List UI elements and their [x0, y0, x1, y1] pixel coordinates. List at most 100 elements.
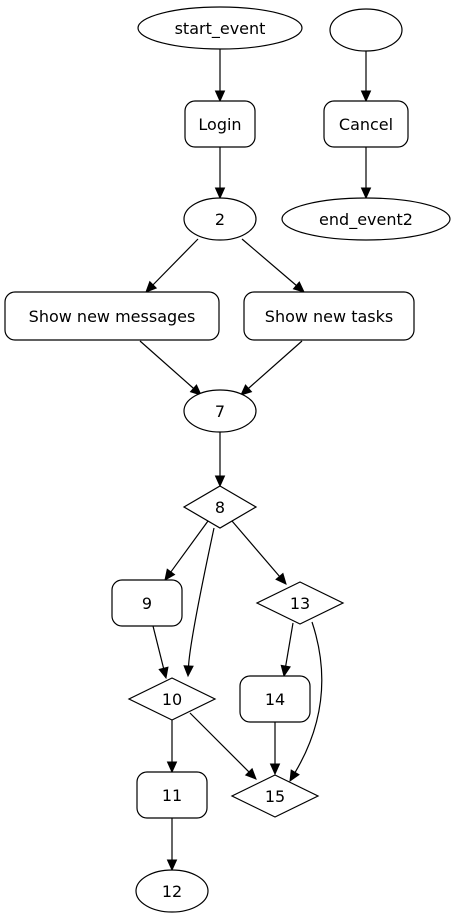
- edge-login-to-n2: [214, 147, 226, 200]
- node-cancel[interactable]: Cancel: [323, 100, 409, 148]
- node-n9[interactable]: 9: [111, 579, 183, 627]
- edge-n10-to-n15: [189, 712, 257, 780]
- arrowhead: [183, 665, 194, 678]
- node-n8[interactable]: 8: [182, 485, 258, 529]
- arrowhead: [145, 280, 158, 293]
- node-label: 11: [162, 786, 182, 805]
- edge-line: [241, 238, 297, 286]
- node-label: Login: [198, 115, 241, 134]
- edge-cancel-to-end_event2: [360, 147, 372, 200]
- node-label: Show new tasks: [265, 307, 393, 326]
- arrowhead: [214, 90, 226, 103]
- node-show_tasks[interactable]: Show new tasks: [243, 291, 415, 341]
- arrowhead: [292, 281, 305, 293]
- node-end_event2[interactable]: end_event2: [281, 197, 451, 241]
- rounded-rect-shape: [239, 675, 311, 723]
- edge-n8-to-n9: [164, 520, 209, 581]
- edge-n2-to-show_tasks: [241, 238, 305, 293]
- arrowhead: [164, 568, 176, 581]
- arrowhead: [166, 761, 178, 774]
- ellipse-shape: [281, 197, 451, 241]
- edge-line: [189, 712, 250, 773]
- edge-line: [187, 527, 215, 667]
- edge-line: [248, 340, 303, 389]
- edge-n13-to-n15: [289, 621, 323, 783]
- edge-line: [294, 621, 323, 773]
- rounded-rect-shape: [184, 100, 256, 148]
- edge-show_messages-to-n7: [139, 340, 202, 396]
- node-n2[interactable]: 2: [183, 197, 257, 241]
- ellipse-shape: [183, 197, 257, 241]
- node-login[interactable]: Login: [184, 100, 256, 148]
- arrowhead: [240, 384, 253, 396]
- rounded-rect-shape: [4, 291, 220, 341]
- arrowhead: [280, 664, 291, 678]
- edge-n13-to-n14: [280, 622, 294, 678]
- node-start_event[interactable]: start_event: [137, 6, 303, 50]
- arrowhead: [289, 769, 300, 783]
- ellipse-shape: [135, 869, 209, 913]
- node-label: 13: [290, 594, 310, 613]
- arrowhead: [189, 384, 202, 396]
- node-n7[interactable]: 7: [183, 389, 257, 433]
- edge-n10-to-n11: [166, 720, 178, 774]
- edge-line: [139, 340, 194, 389]
- node-label: 15: [265, 787, 285, 806]
- node-n11[interactable]: 11: [136, 771, 208, 819]
- node-unnamed_start[interactable]: [329, 8, 403, 52]
- ellipse-shape: [137, 6, 303, 50]
- edge-n8-to-n10: [183, 527, 215, 678]
- edge-n9-to-n10: [152, 625, 169, 680]
- edge-n2-to-show_messages: [145, 238, 199, 293]
- node-label: start_event: [175, 19, 266, 39]
- arrowhead: [275, 572, 287, 585]
- node-label: 8: [215, 498, 225, 517]
- node-label: 12: [162, 882, 182, 901]
- node-n15[interactable]: 15: [230, 774, 320, 818]
- edge-show_tasks-to-n7: [240, 340, 303, 396]
- arrowhead: [360, 90, 372, 103]
- node-n13[interactable]: 13: [255, 581, 345, 625]
- edge-n7-to-n8: [214, 432, 226, 488]
- rounded-rect-shape: [243, 291, 415, 341]
- arrowhead: [269, 763, 281, 776]
- arrowhead: [166, 859, 178, 872]
- node-label: Cancel: [339, 115, 393, 134]
- arrowhead: [244, 767, 257, 780]
- edges-layer: [139, 49, 372, 872]
- ellipse-shape: [329, 8, 403, 52]
- node-n14[interactable]: 14: [239, 675, 311, 723]
- ellipse-shape: [183, 389, 257, 433]
- node-label: 2: [215, 210, 225, 229]
- node-label: 9: [142, 594, 152, 613]
- rounded-rect-shape: [136, 771, 208, 819]
- node-label: 14: [265, 690, 285, 709]
- edge-line: [152, 238, 199, 286]
- node-label: 10: [162, 690, 182, 709]
- arrowhead: [158, 666, 169, 680]
- node-show_messages[interactable]: Show new messages: [4, 291, 220, 341]
- edge-n11-to-n12: [166, 818, 178, 872]
- edge-start_event-to-login: [214, 49, 226, 103]
- diamond-shape: [230, 774, 320, 818]
- edge-line: [285, 622, 294, 667]
- arrowhead: [360, 187, 372, 200]
- edge-n8-to-n13: [231, 520, 287, 585]
- edge-n14-to-n15: [269, 722, 281, 776]
- rounded-rect-shape: [111, 579, 183, 627]
- diamond-shape: [127, 677, 217, 721]
- diamond-shape: [182, 485, 258, 529]
- edge-line: [231, 520, 280, 577]
- node-n10[interactable]: 10: [127, 677, 217, 721]
- rounded-rect-shape: [323, 100, 409, 148]
- edge-line: [152, 625, 165, 669]
- arrowhead: [214, 475, 226, 488]
- node-label: 7: [215, 402, 225, 421]
- node-label: Show new messages: [29, 307, 196, 326]
- node-n12[interactable]: 12: [135, 869, 209, 913]
- edge-unnamed_start-to-cancel: [360, 51, 372, 103]
- diamond-shape: [255, 581, 345, 625]
- arrowhead: [214, 187, 226, 200]
